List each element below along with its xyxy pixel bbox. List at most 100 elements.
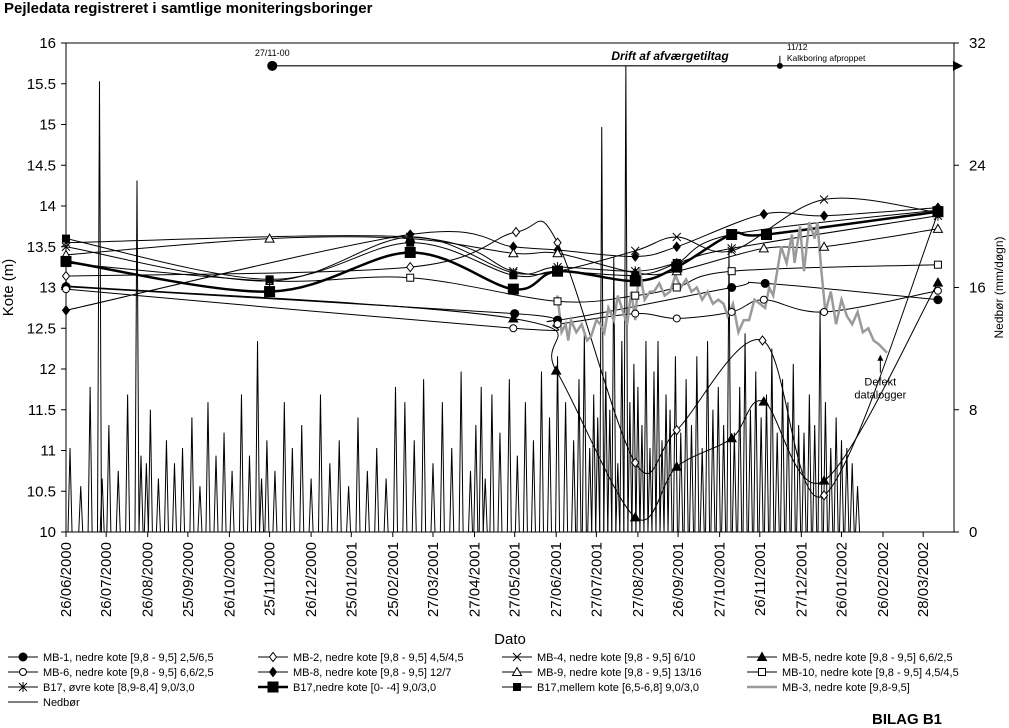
x-tick-label: 25/01/2001 — [343, 542, 360, 617]
legend-swatch-marker — [268, 651, 278, 663]
rain-bar — [715, 386, 721, 533]
rain-bar — [742, 333, 748, 533]
data-point — [759, 295, 768, 304]
rain-bar — [844, 447, 850, 533]
data-point — [265, 275, 274, 284]
data-point — [62, 234, 70, 243]
rain-bar — [155, 478, 161, 533]
rain-bar — [355, 417, 361, 533]
data-point — [727, 243, 737, 254]
rain-bar — [647, 447, 653, 533]
rain-bar — [163, 440, 169, 533]
data-point — [727, 267, 736, 276]
series-line-3 — [65, 282, 939, 521]
x-axis-title: Dato — [494, 631, 526, 648]
rain-bar — [281, 402, 287, 533]
data-point — [552, 247, 563, 258]
data-point — [818, 241, 830, 251]
data-point — [631, 271, 640, 280]
rain-bar — [631, 363, 637, 533]
rain-bar — [473, 425, 479, 533]
y2-tick-label: 0 — [969, 524, 977, 541]
y2-tick-label: 32 — [969, 35, 986, 52]
data-point — [61, 241, 71, 252]
legend-entry: MB-2, nedre kote [9,8 - 9,5] 4,5/4,5 — [293, 652, 464, 664]
y2-tick-label: 8 — [969, 402, 977, 419]
data-point — [631, 291, 640, 300]
rain-bar — [346, 486, 352, 533]
operation-arrowhead — [953, 60, 963, 71]
y-tick-label: 15.5 — [27, 76, 56, 93]
x-tick-label: 25/11/2000 — [262, 542, 279, 616]
data-point — [672, 241, 681, 253]
rain-bar — [828, 447, 834, 533]
rain-bar — [619, 340, 625, 533]
data-point — [727, 307, 736, 316]
data-point — [933, 260, 942, 269]
rain-bar — [134, 180, 140, 533]
x-tick-label: 26/09/2001 — [670, 542, 687, 617]
data-point — [507, 312, 519, 323]
data-point — [758, 242, 770, 253]
logger-pointer-head — [877, 354, 884, 361]
rain-bar — [753, 371, 759, 533]
rain-bar — [392, 386, 398, 533]
x-tick-label: 26/02/2002 — [875, 542, 892, 617]
y-tick-label: 15 — [39, 117, 56, 134]
series-line-0 — [65, 281, 938, 323]
legend-entry: B17,mellem kote [6,5-6,8] 9,0/3,0 — [537, 682, 699, 694]
rain-bar — [790, 363, 796, 533]
rain-bar — [115, 470, 121, 533]
data-point — [553, 320, 562, 329]
x-tick-label: 26/06/2000 — [58, 542, 75, 617]
legend-entry: Nedbør — [43, 697, 80, 709]
rain-bar — [796, 425, 802, 533]
rain-bar — [171, 463, 177, 533]
rain-bar — [555, 356, 561, 533]
x-tick-label: 26/01/2002 — [833, 542, 850, 617]
legend-entry: B17, øvre kote [8,9-8,4] 9,0/3,0 — [43, 682, 195, 694]
y-tick-label: 13.5 — [27, 239, 56, 256]
operation-label: Drift af afværgetiltag — [611, 49, 729, 63]
rain-bar — [383, 478, 389, 533]
rain-bar — [489, 394, 495, 533]
rain-bar — [78, 486, 84, 533]
data-point — [760, 278, 770, 288]
data-point — [819, 195, 829, 204]
rain-bar — [731, 432, 737, 533]
legend-swatch-marker — [511, 666, 523, 676]
legend-entry: B17,nedre kote [0- -4] 9,0/3,0 — [293, 682, 436, 694]
y-tick-label: 14 — [39, 198, 56, 215]
x-tick-label: 27/12/2001 — [793, 542, 810, 617]
rain-bar — [530, 440, 536, 533]
legend-swatch-marker — [756, 651, 768, 661]
operation-start-dot — [267, 60, 278, 71]
rain-bar — [833, 417, 839, 533]
rain-bar — [806, 394, 812, 533]
rain-bar — [563, 402, 569, 533]
appendix-label: BILAG B1 — [872, 711, 943, 728]
rain-bar — [581, 333, 587, 533]
rain-bar — [374, 447, 380, 533]
rain-bar — [246, 455, 252, 533]
y-tick-label: 11.5 — [28, 402, 56, 419]
chart-title: Pejledata registreret i samtlige moniter… — [4, 0, 373, 17]
operation-start-label: 27/11-00 — [255, 48, 290, 58]
data-point — [553, 267, 562, 276]
x-tick-label: 27/04/2001 — [467, 542, 484, 617]
y-tick-label: 11 — [40, 443, 56, 460]
data-point — [819, 210, 829, 222]
data-point — [820, 307, 829, 316]
rain-bar — [785, 402, 791, 533]
rain-bar — [576, 379, 582, 533]
data-point — [60, 255, 72, 267]
rain-bar — [591, 394, 597, 533]
x-tick-label: 27/08/2001 — [630, 542, 647, 617]
rain-bar — [213, 455, 219, 533]
data-point — [932, 223, 944, 233]
rain-bar — [439, 402, 445, 533]
rain-bar — [587, 447, 593, 533]
rain-bar — [627, 402, 633, 533]
rain-bar — [138, 455, 144, 533]
data-point — [406, 238, 415, 247]
